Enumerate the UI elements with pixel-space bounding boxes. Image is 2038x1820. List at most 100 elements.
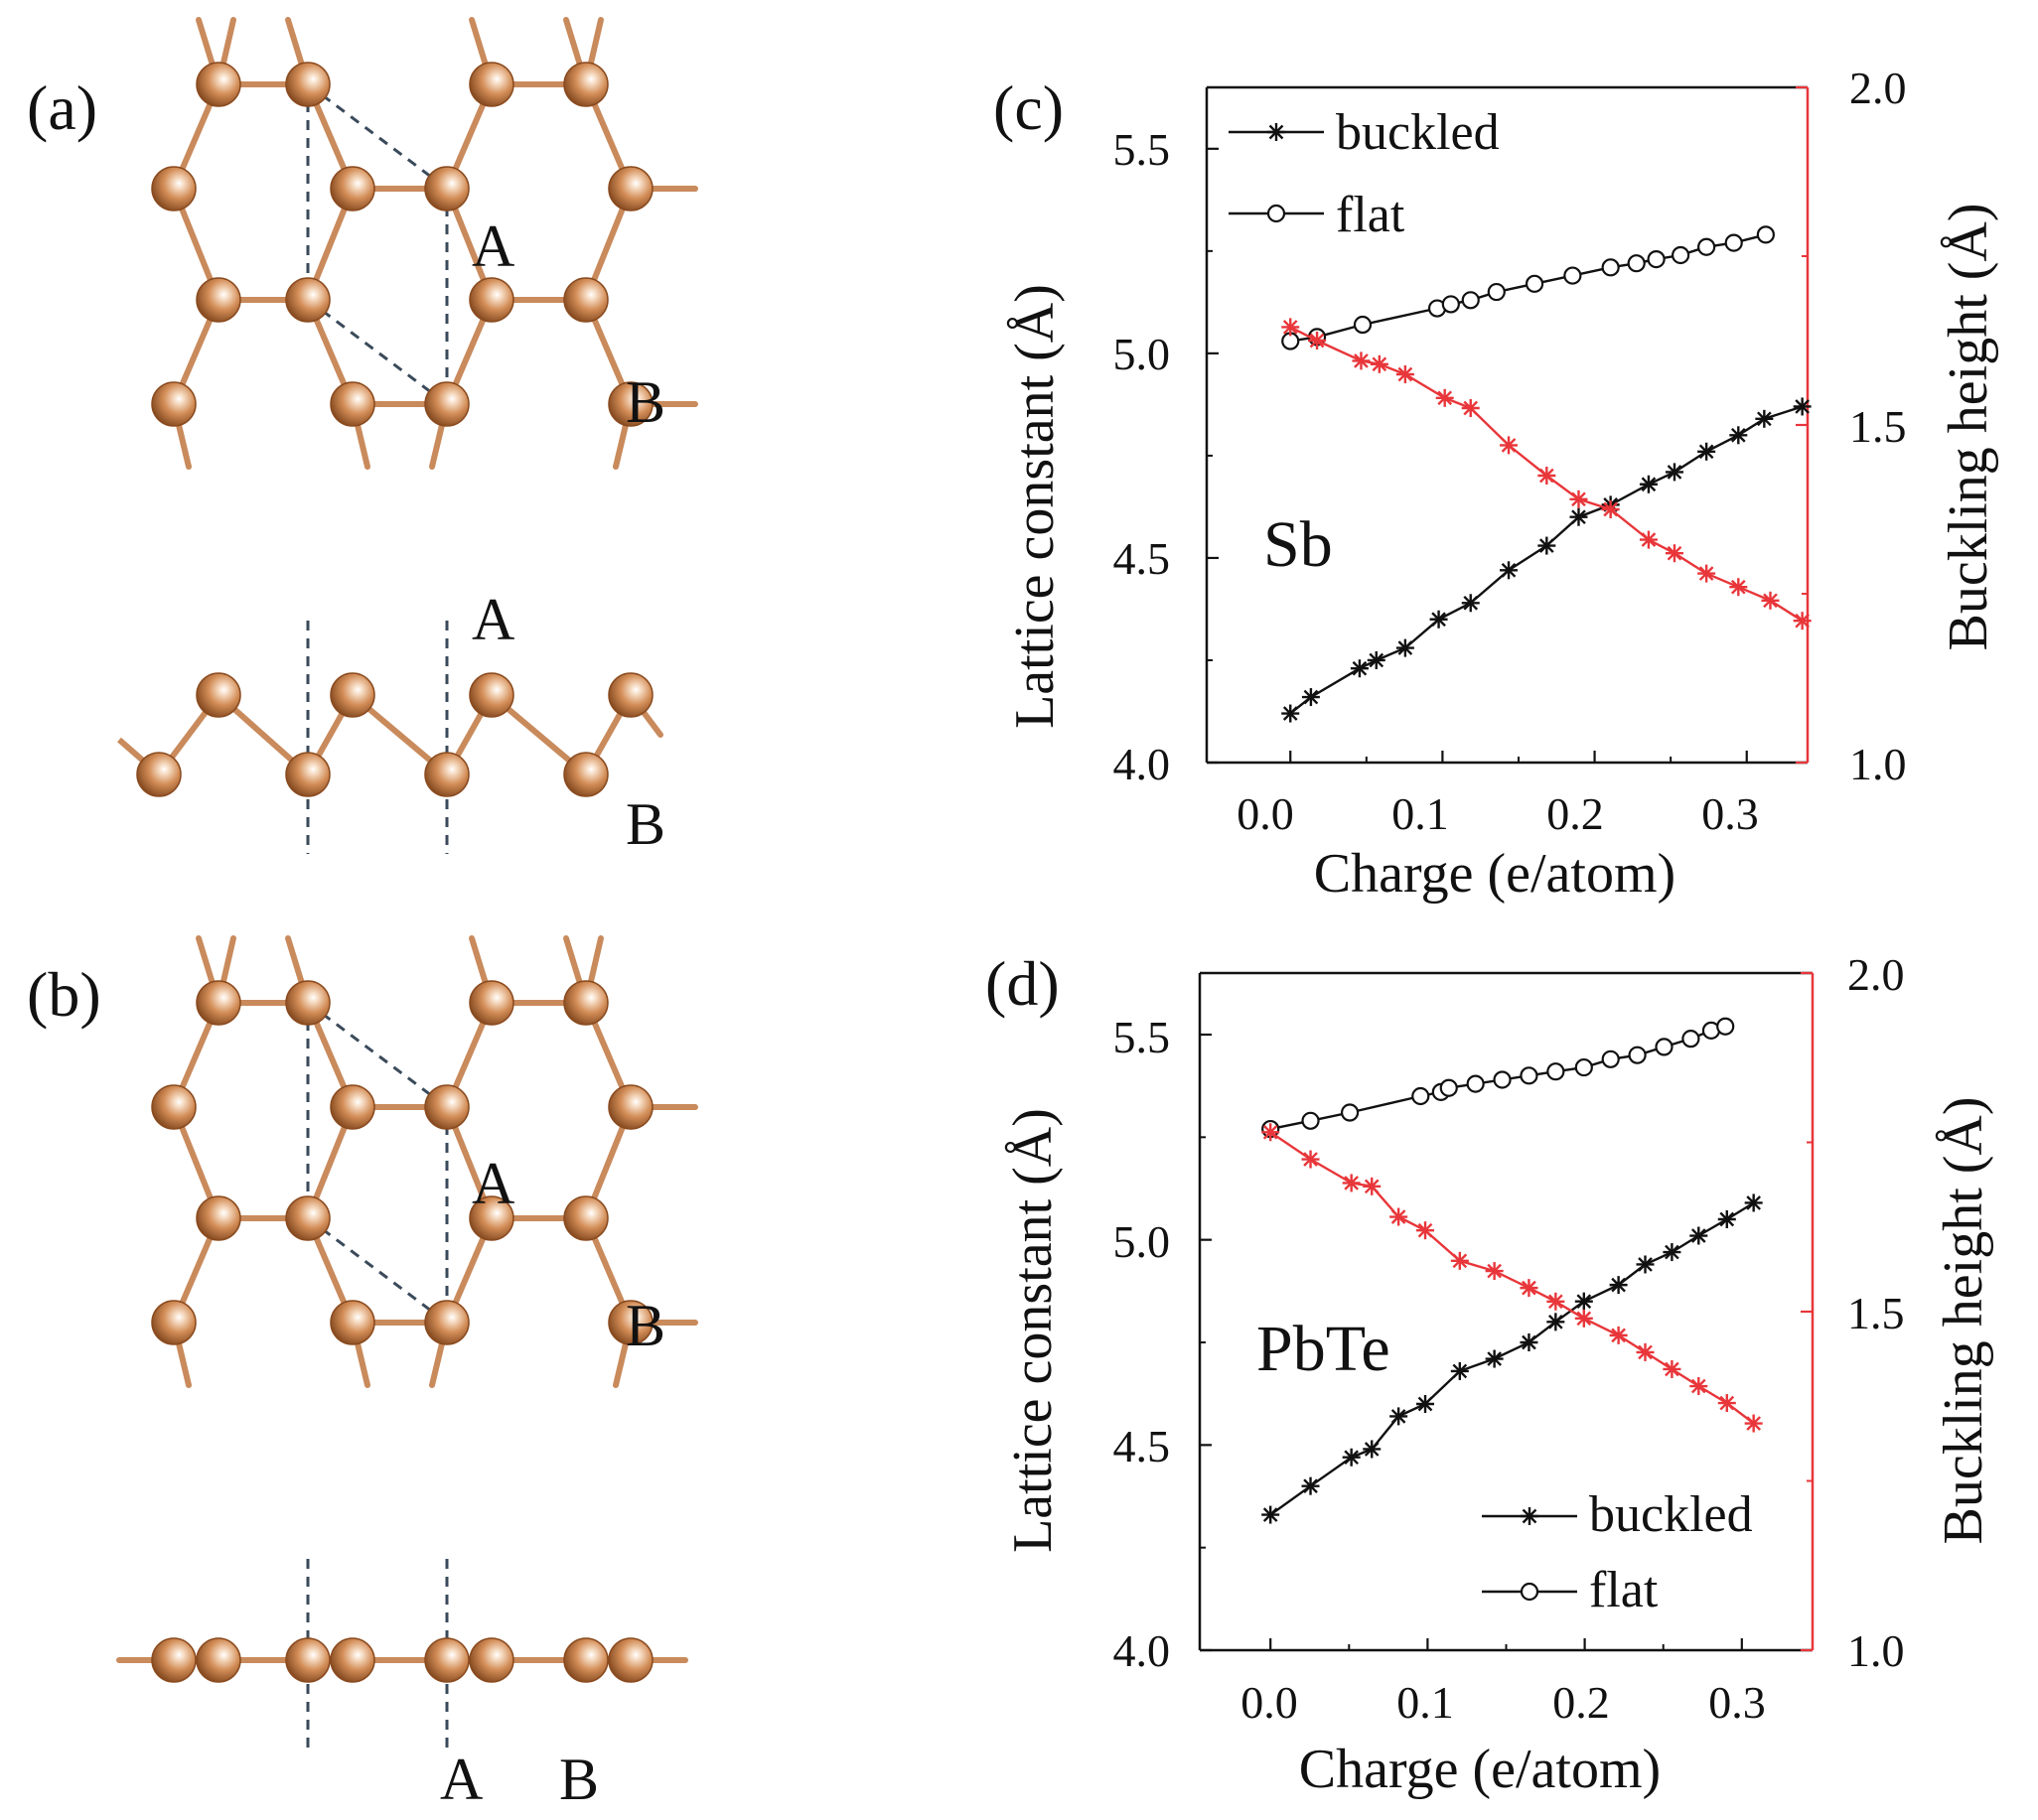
data-point <box>1636 1255 1655 1274</box>
data-point <box>1755 409 1774 428</box>
legend-marker-circle <box>1520 1582 1539 1602</box>
chart-c-material-label: Sb <box>1263 508 1333 581</box>
legend-symbols <box>1229 123 1324 223</box>
y2-tick-label: 1.5 <box>1849 401 1907 452</box>
star-stroke <box>1690 1378 1706 1394</box>
atom <box>469 672 514 718</box>
series-flat <box>1281 225 1775 350</box>
atom <box>469 980 514 1026</box>
atom <box>424 752 470 797</box>
data-point <box>1717 1394 1736 1413</box>
star-stroke <box>1487 1263 1502 1279</box>
data-point <box>1485 1262 1504 1281</box>
star-stroke <box>1641 477 1657 492</box>
data-point <box>1520 1279 1538 1298</box>
data-point <box>1301 1150 1320 1169</box>
star-stroke <box>1667 545 1682 561</box>
y2-tick-label: 1.0 <box>1849 739 1907 789</box>
y-tick-label: 4.5 <box>1113 533 1171 584</box>
atom <box>608 672 654 718</box>
atom <box>563 980 609 1026</box>
chart-c-y2label: Buckling height (Å) <box>1938 203 1999 650</box>
data-point <box>1744 1193 1763 1212</box>
atom <box>285 1195 331 1241</box>
chart-d-xlabel: Charge (e/atom) <box>1299 1739 1661 1800</box>
data-point <box>1461 291 1480 310</box>
x-tick-label: 0.0 <box>1237 788 1294 839</box>
data-point <box>1628 1046 1647 1064</box>
atom <box>196 672 241 718</box>
data-point <box>1461 399 1480 417</box>
data-point <box>1461 594 1480 613</box>
star-stroke <box>1487 1351 1502 1366</box>
data-point <box>1655 1038 1674 1056</box>
data-point <box>1411 1086 1430 1106</box>
atom <box>285 752 331 797</box>
legend-symbols <box>1482 1507 1577 1602</box>
data-point <box>1537 536 1556 555</box>
data-point <box>1301 1111 1320 1130</box>
series-buckling-height <box>1261 1123 1763 1433</box>
star-stroke <box>1452 1363 1468 1379</box>
star-stroke <box>1638 1257 1653 1272</box>
star-stroke <box>1352 660 1368 676</box>
star-stroke <box>1437 390 1453 406</box>
star-stroke <box>1522 1280 1536 1296</box>
data-point <box>1342 1448 1361 1467</box>
y-tick-label: 5.5 <box>1113 1012 1171 1062</box>
data-point <box>1301 688 1320 707</box>
star-stroke <box>1344 1450 1359 1466</box>
site-label-a-top: A <box>472 1151 514 1216</box>
data-point <box>1353 315 1373 335</box>
panel-a-top-view <box>151 17 698 470</box>
site-label-a-top: A <box>472 213 514 279</box>
star-stroke <box>1390 1209 1406 1224</box>
star-stroke <box>1698 566 1714 581</box>
data-point <box>1697 237 1716 256</box>
data-point <box>1340 1103 1360 1122</box>
site-label-b-side: B <box>626 791 665 857</box>
series-buckled <box>1261 1193 1763 1524</box>
panel-b-side-view <box>116 1559 688 1748</box>
atom <box>151 166 197 211</box>
data-point <box>1493 1070 1512 1089</box>
data-point <box>1367 650 1385 669</box>
legend-label-flat: flat <box>1589 1562 1659 1618</box>
data-point <box>1672 245 1690 265</box>
star-stroke <box>1501 562 1517 578</box>
chart-c-ylabel: Lattice constant (Å) <box>1004 284 1066 729</box>
star-stroke <box>1698 444 1714 460</box>
chart-d-y2label: Buckling height (Å) <box>1933 1096 1994 1544</box>
y-tick-label: 5.0 <box>1113 1216 1171 1267</box>
data-point <box>1601 258 1620 277</box>
star-stroke <box>1354 353 1369 368</box>
star-stroke <box>1303 1478 1318 1493</box>
star-stroke <box>1746 1416 1762 1431</box>
chart-d: (d) PbTe Charge (e/atom) Lattice constan… <box>985 948 1994 1800</box>
data-point <box>1389 1407 1408 1426</box>
data-point <box>1546 1292 1565 1311</box>
star-stroke <box>1303 1152 1318 1167</box>
legend-marker-star <box>1521 1507 1538 1525</box>
chart-d-ylabel: Lattice constant (Å) <box>1002 1108 1064 1553</box>
data-point <box>1574 1309 1593 1328</box>
star-stroke <box>1463 595 1479 611</box>
star-stroke <box>1795 613 1810 629</box>
data-point <box>1308 332 1327 350</box>
star-stroke <box>1364 1179 1380 1194</box>
atom <box>563 1637 609 1683</box>
star-stroke <box>1397 366 1413 382</box>
star-stroke <box>1364 1442 1380 1457</box>
star-stroke <box>1746 1195 1762 1210</box>
y2-tick-label: 1.5 <box>1847 1288 1905 1338</box>
data-point <box>1665 463 1683 482</box>
atom <box>285 980 331 1026</box>
star-stroke <box>1576 1294 1592 1309</box>
legend-marker-circle <box>1266 204 1286 223</box>
data-point <box>1546 1062 1565 1081</box>
site-label-a-side: A <box>440 1747 483 1812</box>
data-point <box>1697 442 1716 461</box>
atom <box>196 980 241 1026</box>
plot-area <box>1198 971 1815 1652</box>
star-stroke <box>1571 509 1586 525</box>
